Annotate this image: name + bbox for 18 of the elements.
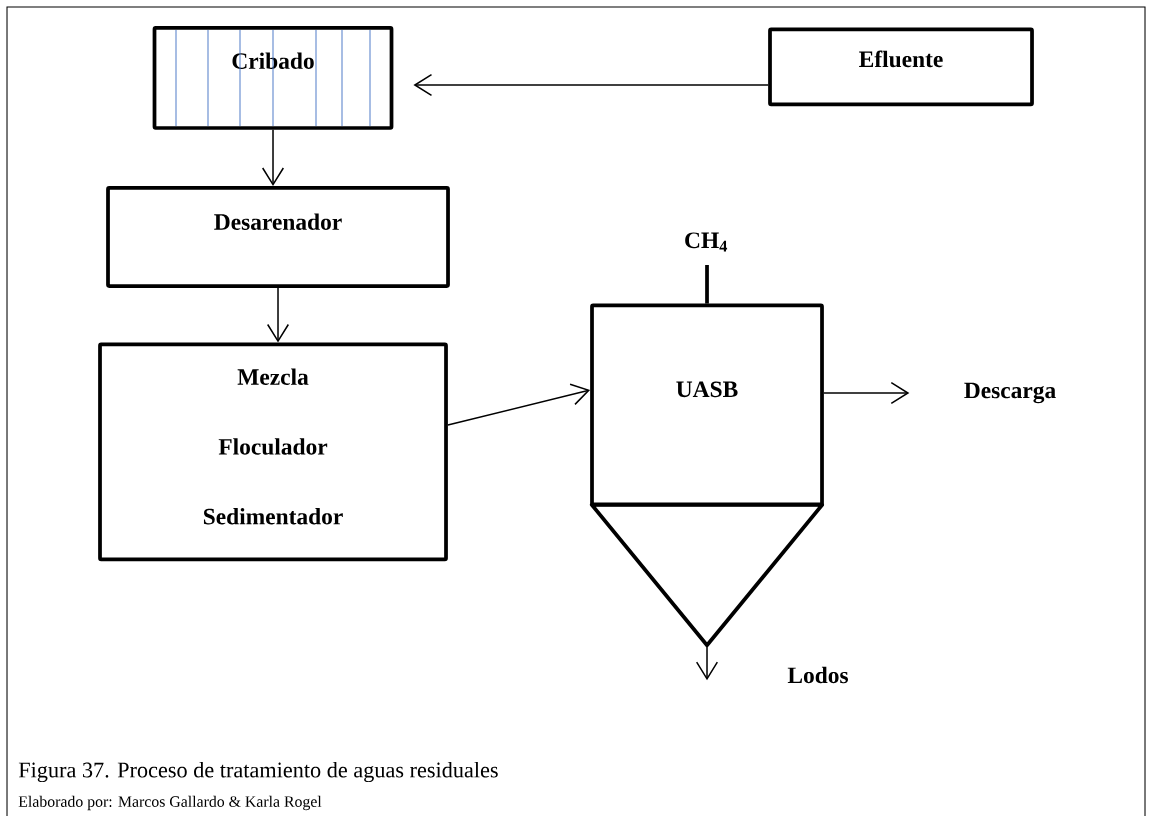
arrow [413,73,769,97]
arrow [261,129,285,187]
arrow [695,644,719,681]
stream-label: Descarga [964,382,1056,404]
figure-caption: Figura 37. Proceso de tratamiento de aguas residuales [18,761,498,783]
stream-label: Lodos [787,666,849,684]
screen-box: Cribado [152,26,394,130]
arrow [266,287,290,343]
process-box: Desarenador [106,186,450,288]
process-box: Mezcla Floculador Sedimentador [98,342,448,562]
process-box: Efluente [768,27,1034,107]
connector-line [705,265,709,304]
cone-shape [589,502,825,648]
arrow [447,383,591,426]
arrow [823,381,910,405]
stream-label: CH$_{4}$ [685,232,728,252]
process-box: UASB [590,303,824,507]
credit-note: Elaborado por: Marcos Gallardo & Karla Rogel [18,795,322,811]
